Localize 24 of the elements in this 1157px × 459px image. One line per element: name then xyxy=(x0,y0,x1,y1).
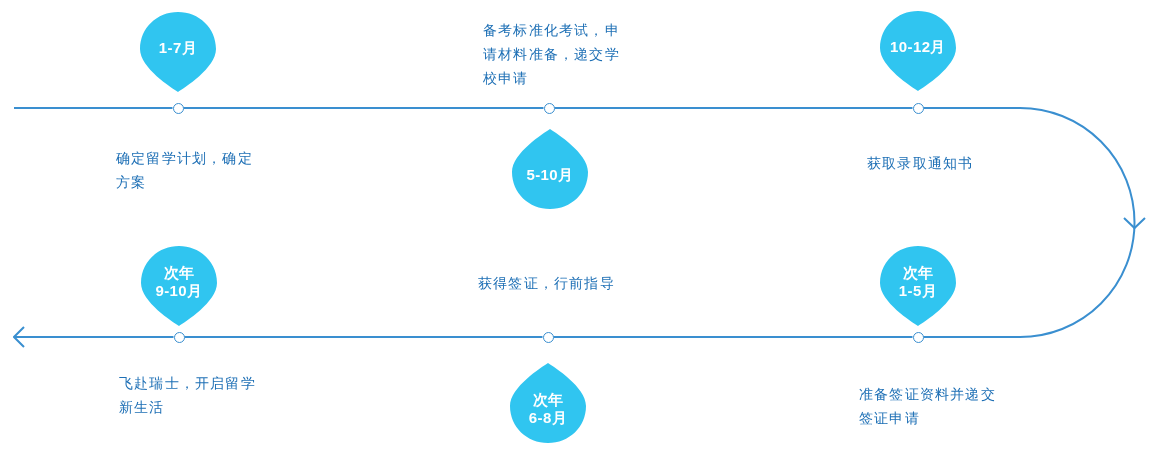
date-teardrop xyxy=(879,10,957,92)
stage-description: 准备签证资料并递交签证申请 xyxy=(859,385,997,428)
timeline-line xyxy=(182,107,545,109)
timeline-line xyxy=(552,336,914,338)
date-label: 次年 6-8月 xyxy=(527,391,569,427)
stage-description: 获得签证，行前指导 xyxy=(478,274,616,293)
date-teardrop xyxy=(139,11,217,93)
stage-description: 确定留学计划，确定方案 xyxy=(116,149,254,192)
date-label: 次年 9-10月 xyxy=(154,264,204,300)
stage-description: 备考标准化考试，申请材料准备，递交学校申请 xyxy=(483,21,621,88)
date-teardrop xyxy=(140,245,218,327)
date-label: 次年 1-5月 xyxy=(897,264,939,300)
stage-description: 获取录取通知书 xyxy=(867,154,975,173)
timeline-arrow xyxy=(13,326,175,348)
date-teardrop xyxy=(509,362,587,444)
timeline-line xyxy=(13,107,174,109)
date-label: 5-10月 xyxy=(526,166,574,184)
timeline-line xyxy=(553,107,914,109)
date-teardrop xyxy=(879,245,957,327)
date-label: 10-12月 xyxy=(890,38,946,56)
stage-description: 飞赴瑞士，开启留学新生活 xyxy=(119,374,257,417)
date-teardrop xyxy=(511,128,589,210)
date-label: 1-7月 xyxy=(158,39,198,57)
timeline-line xyxy=(183,336,544,338)
